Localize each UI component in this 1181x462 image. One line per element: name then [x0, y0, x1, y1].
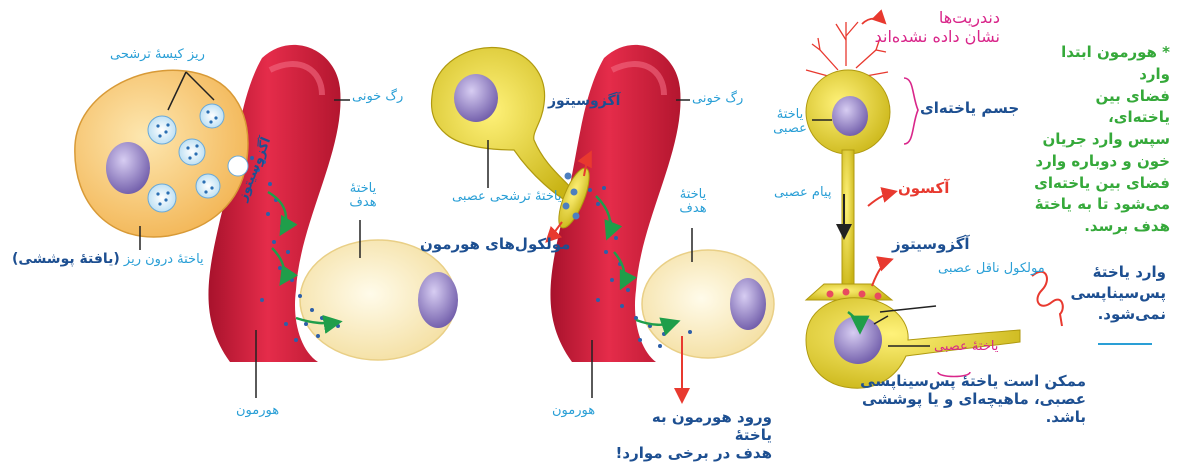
hormone-path-note: * هورمون ابتدا وارد فضای بین یاخته‌ای، س…: [1030, 42, 1170, 238]
hormone-entry-note: ورود هورمون به یاختهٔ هدف در برخی موارد!: [612, 408, 772, 462]
postsynaptic-neuron-label: یاختهٔ عصبی: [934, 340, 998, 354]
neurosecretory-cell: [432, 47, 578, 204]
hormone-path-line: می‌شود تا به یاختهٔ: [1030, 194, 1170, 216]
postsynaptic-note-line2: عصبی، ماهیچه‌ای و یا پوششی باشد.: [826, 390, 1086, 426]
target-nucleus-left: [418, 272, 458, 328]
target-cell-label-middle: یاختهٔ هدف: [676, 188, 710, 217]
hormone-path-line: سپس وارد جریان: [1030, 129, 1170, 151]
hormone-path-line: فضای بین یاخته‌ای،: [1030, 86, 1170, 130]
dendrites-note-line2: نشان داده نشده‌اند: [870, 27, 1000, 46]
secretory-vesicles-label: ریز کیسهٔ ترشحی: [110, 48, 205, 62]
blood-vessel-label-middle: رگ خونی: [692, 92, 743, 106]
neuron-label-top: یاختهٔ عصبی: [770, 108, 810, 137]
postsynaptic-note: ممکن است یاختهٔ پس‌سیناپسی عصبی، ماهیچه‌…: [826, 372, 1086, 426]
blood-vessel-label-left: رگ خونی: [352, 90, 403, 104]
endocrine-cell-label-name: یاختهٔ درون ریز: [124, 252, 204, 267]
neurotransmitter-label: مولکول ناقل عصبی: [938, 262, 1045, 276]
axon-label: آکسون: [898, 180, 949, 197]
hormone-molecules-label: مولکول‌های هورمون: [420, 236, 570, 253]
exocytosis-label-right: آگزوسیتوز: [892, 236, 970, 253]
hormone-entry-note-line1: ورود هورمون به یاختهٔ: [612, 408, 772, 444]
endocrine-cell-label: یاختهٔ درون ریز (یافتهٔ پوششی): [12, 252, 204, 267]
target-nucleus-middle: [730, 278, 766, 330]
dendrites-note: دندریت‌ها نشان داده نشده‌اند: [870, 8, 1000, 46]
not-postsynaptic-line3: نمی‌شود.: [1066, 304, 1166, 325]
hormone-path-line: فضای بین یاخته‌ای: [1030, 173, 1170, 195]
hormone-label-left: هورمون: [236, 404, 279, 418]
not-postsynaptic-line1: وارد یاختهٔ: [1066, 262, 1166, 283]
hormone-label-middle: هورمون: [552, 404, 595, 418]
target-cell-label-left: یاختهٔ هدف: [346, 182, 380, 211]
endocrine-nucleus: [106, 142, 150, 194]
not-postsynaptic-note: وارد یاختهٔ پس‌سیناپسی نمی‌شود.: [1066, 262, 1166, 325]
not-postsynaptic-line2: پس‌سیناپسی: [1066, 283, 1166, 304]
nerve-message-label: پیام عصبی: [774, 186, 831, 200]
hormone-path-line: * هورمون ابتدا وارد: [1030, 42, 1170, 86]
hormone-entry-note-line2: هدف در برخی موارد!: [612, 444, 772, 462]
postsynaptic-note-line1: ممکن است یاختهٔ پس‌سیناپسی: [826, 372, 1086, 390]
neurosecretory-cell-label: یاختهٔ ترشحی عصبی: [452, 190, 561, 204]
endocrine-cell-label-extra: (یافتهٔ پوششی): [12, 251, 120, 267]
exocytosis-label-middle: آگزوسیتوز: [548, 94, 620, 109]
hormone-path-line: هدف برسد.: [1030, 216, 1170, 238]
cell-body-label: جسم یاخته‌ای: [920, 100, 1019, 117]
hormone-path-line: خون و دوباره وارد: [1030, 151, 1170, 173]
dendrites-note-line1: دندریت‌ها: [870, 8, 1000, 27]
